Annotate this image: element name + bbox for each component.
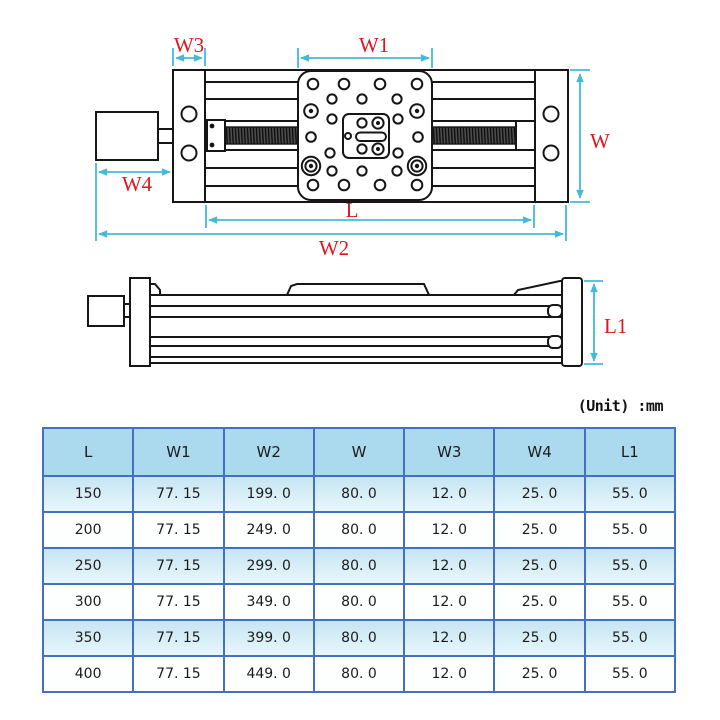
- motor-top-view: [95, 111, 159, 161]
- spec-cell: 250: [41, 547, 135, 585]
- motor-shaft-top-view: [157, 128, 174, 144]
- spec-cell: 25. 0: [493, 511, 586, 549]
- dimension-w1: W1: [297, 33, 433, 68]
- spec-cell: 349. 0: [222, 583, 315, 621]
- spec-cell: 299. 0: [222, 547, 315, 585]
- spec-cell: 449. 0: [222, 655, 315, 693]
- left-end-plate-side-view: [129, 277, 151, 367]
- spec-cell: 25. 0: [493, 475, 586, 513]
- spec-cell: 55. 0: [583, 547, 677, 585]
- end-plate-hole: [180, 105, 198, 123]
- spec-cell: 12. 0: [403, 511, 496, 549]
- spec-cell: 25. 0: [493, 619, 586, 657]
- spec-cell: 55. 0: [583, 655, 677, 693]
- lead-screw: [224, 126, 299, 145]
- spec-cell: 77. 15: [132, 547, 225, 585]
- spec-cell: 80. 0: [312, 583, 406, 621]
- spec-row-250: 250 77. 15 299. 0 80. 0 12. 0 25. 0 55. …: [41, 547, 677, 585]
- end-plate-hole: [180, 144, 198, 162]
- top-view-drawing: [95, 69, 569, 203]
- spec-table: L W1 W2 W W3 W4 L1 150 77. 15 199. 0 80.…: [41, 427, 677, 693]
- dim-label-w1: W1: [359, 33, 389, 57]
- screw-end-block: [515, 120, 536, 151]
- motor-side-view: [87, 295, 125, 327]
- spec-cell: 350: [41, 619, 135, 657]
- right-end-plate-side-view: [561, 277, 583, 367]
- spec-cell: 55. 0: [583, 475, 677, 513]
- dimension-w3: W3: [172, 33, 206, 66]
- spec-cell: 200: [41, 511, 135, 549]
- dim-label-l: L: [346, 198, 359, 222]
- col-header-l: L: [41, 427, 135, 477]
- spec-cell: 249. 0: [222, 511, 315, 549]
- spec-cell: 80. 0: [312, 655, 406, 693]
- spec-row-300: 300 77. 15 349. 0 80. 0 12. 0 25. 0 55. …: [41, 583, 677, 621]
- side-view-drawing: [87, 277, 583, 367]
- spec-cell: 77. 15: [132, 583, 225, 621]
- rail-end-cap: [547, 304, 563, 318]
- col-header-w4: W4: [493, 427, 586, 477]
- col-header-w3: W3: [403, 427, 496, 477]
- col-header-l1: L1: [583, 427, 677, 477]
- spec-cell: 25. 0: [493, 547, 586, 585]
- carriage-slot: [355, 131, 387, 142]
- spec-cell: 399. 0: [222, 619, 315, 657]
- dimension-w4: W4: [95, 163, 171, 241]
- screw-bearing-block: [206, 119, 226, 152]
- dimension-l: L: [205, 198, 535, 228]
- left-chamfer: [149, 283, 161, 296]
- spec-cell: 400: [41, 655, 135, 693]
- right-slope: [511, 280, 563, 296]
- dim-label-l1: L1: [604, 314, 627, 338]
- spec-header-row: L W1 W2 W W3 W4 L1: [41, 427, 677, 477]
- col-header-w2: W2: [222, 427, 315, 477]
- dimension-l1: L1: [584, 280, 627, 365]
- spec-row-400: 400 77. 15 449. 0 80. 0 12. 0 25. 0 55. …: [41, 655, 677, 693]
- dim-label-w4: W4: [122, 172, 153, 196]
- spec-cell: 12. 0: [403, 583, 496, 621]
- spec-cell: 77. 15: [132, 655, 225, 693]
- unit-note: (Unit) :mm: [577, 397, 664, 415]
- spec-cell: 55. 0: [583, 511, 677, 549]
- dim-label-w2: W2: [319, 236, 349, 260]
- spec-cell: 12. 0: [403, 475, 496, 513]
- spec-cell: 55. 0: [583, 583, 677, 621]
- spec-cell: 12. 0: [403, 547, 496, 585]
- spec-cell: 12. 0: [403, 655, 496, 693]
- spec-row-350: 350 77. 15 399. 0 80. 0 12. 0 25. 0 55. …: [41, 619, 677, 657]
- spec-cell: 199. 0: [222, 475, 315, 513]
- col-header-w1: W1: [132, 427, 225, 477]
- technical-drawing: W3 W1 W W4 L W2: [87, 33, 627, 367]
- carriage-plate-side-view: [285, 283, 431, 296]
- dim-label-w3: W3: [174, 33, 204, 57]
- end-plate-hole: [542, 144, 560, 162]
- spec-cell: 80. 0: [312, 511, 406, 549]
- end-plate-hole: [542, 105, 560, 123]
- spec-cell: 300: [41, 583, 135, 621]
- spec-cell: 77. 15: [132, 511, 225, 549]
- spec-cell: 80. 0: [312, 547, 406, 585]
- spec-cell: 80. 0: [312, 475, 406, 513]
- spec-row-150: 150 77. 15 199. 0 80. 0 12. 0 25. 0 55. …: [41, 475, 677, 513]
- spec-cell: 77. 15: [132, 619, 225, 657]
- spec-cell: 25. 0: [493, 655, 586, 693]
- spec-cell: 55. 0: [583, 619, 677, 657]
- dimension-w2: W2: [98, 205, 567, 260]
- rail-end-cap: [547, 335, 563, 349]
- spec-cell: 25. 0: [493, 583, 586, 621]
- col-header-w: W: [312, 427, 406, 477]
- lead-screw: [431, 126, 517, 145]
- spec-cell: 80. 0: [312, 619, 406, 657]
- spec-cell: 150: [41, 475, 135, 513]
- dimension-w: W: [570, 69, 610, 203]
- spec-cell: 77. 15: [132, 475, 225, 513]
- dim-label-w: W: [590, 129, 610, 153]
- spec-row-200: 200 77. 15 249. 0 80. 0 12. 0 25. 0 55. …: [41, 511, 677, 549]
- spec-cell: 12. 0: [403, 619, 496, 657]
